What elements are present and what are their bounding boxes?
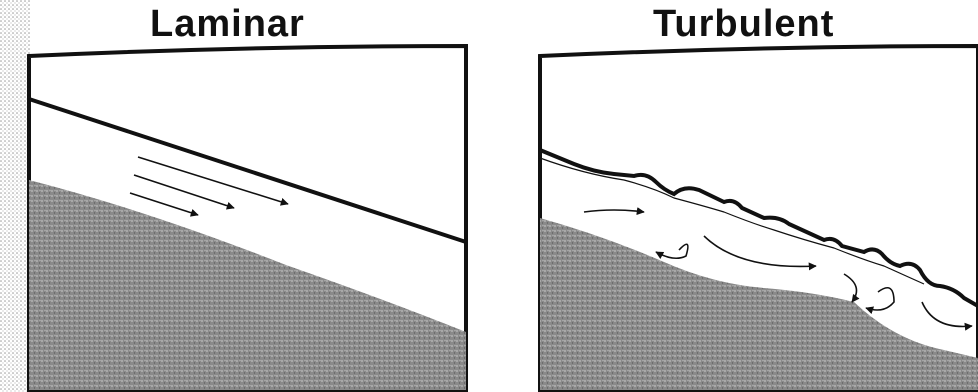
- laminar-panel: [26, 40, 470, 392]
- turbulent-panel: [534, 40, 978, 392]
